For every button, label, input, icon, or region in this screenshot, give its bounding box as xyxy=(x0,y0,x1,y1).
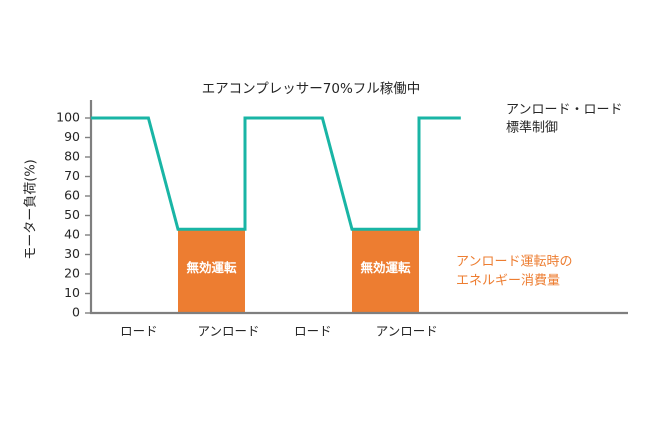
series-layer xyxy=(91,116,461,231)
annotation-line-1: アンロード運転時の xyxy=(456,255,572,270)
y-tick-label-50: 50 xyxy=(64,207,80,222)
x-phase-label-4: アンロード xyxy=(376,324,438,339)
y-tick-label-40: 40 xyxy=(64,227,80,242)
y-tick-label-20: 20 xyxy=(64,266,80,281)
label-layer: 無効運転 無効運転 0 10 20 30 40 50 60 70 80 90 100 モーター負荷(%) エ… xyxy=(24,81,623,339)
y-tick-label-0: 0 xyxy=(72,305,80,320)
y-tick-label-70: 70 xyxy=(64,168,80,183)
annotation-line-2: エネルギー消費量 xyxy=(456,274,560,289)
x-phase-label-1: ロード xyxy=(120,324,158,339)
y-axis-title: モーター負荷(%) xyxy=(24,159,39,260)
x-phase-label-2: アンロード xyxy=(197,324,259,339)
y-tick-label-80: 80 xyxy=(64,149,80,164)
highlight-label-2: 無効運転 xyxy=(360,260,411,275)
highlight-label-1: 無効運転 xyxy=(186,260,237,275)
series-label-line-2: 標準制御 xyxy=(506,120,558,136)
y-tick-label-10: 10 xyxy=(64,285,80,300)
y-tick-label-90: 90 xyxy=(64,129,80,144)
chart-title: エアコンプレッサー70%フル稼働中 xyxy=(202,81,421,97)
y-tick-label-30: 30 xyxy=(64,246,80,261)
highlight-bar-1 xyxy=(178,229,245,313)
x-phase-label-3: ロード xyxy=(294,324,332,339)
highlight-layer xyxy=(178,229,419,313)
series-label-line-1: アンロード・ロード xyxy=(506,103,622,118)
highlight-bar-2 xyxy=(352,229,419,313)
y-tick-label-60: 60 xyxy=(64,188,80,203)
y-tick-label-100: 100 xyxy=(56,110,80,125)
axes-layer xyxy=(85,100,628,315)
series-line-1 xyxy=(91,116,461,231)
